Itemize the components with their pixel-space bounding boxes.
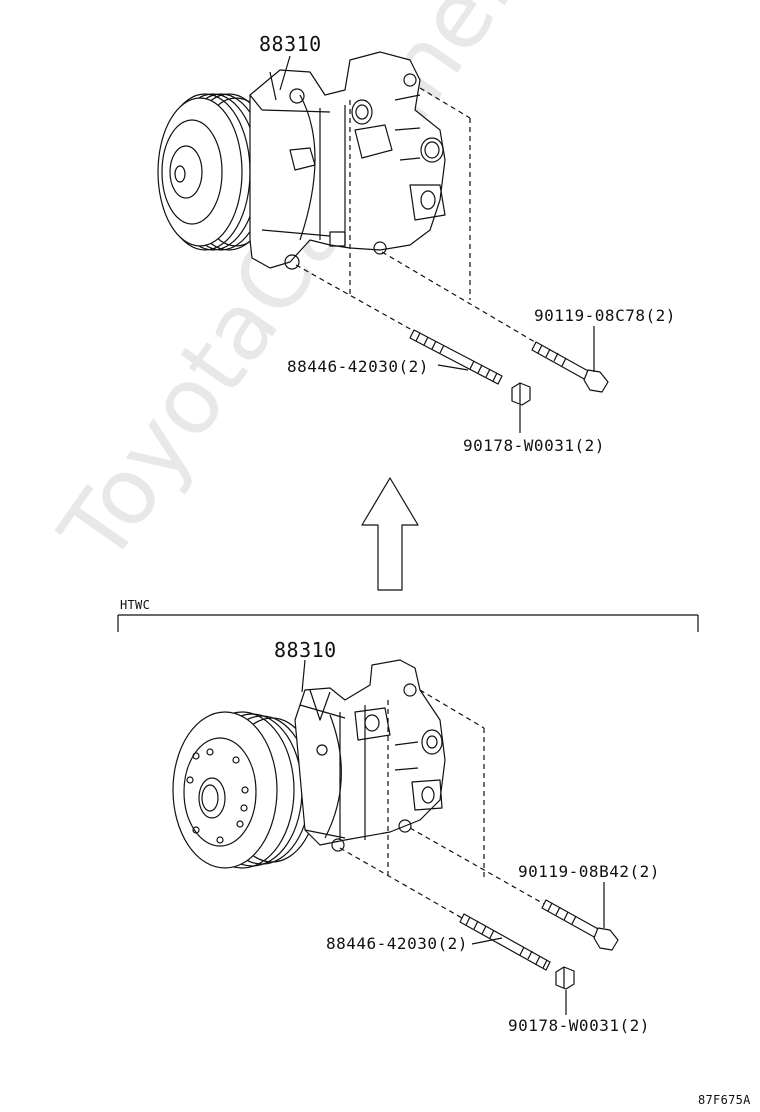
arrow-up xyxy=(361,477,419,591)
top-guide-lines xyxy=(295,87,541,346)
htwc-stud-drawing xyxy=(459,913,551,971)
top-compressor-label[interactable]: 88310 xyxy=(259,32,322,56)
htwc-leader-lines xyxy=(301,659,605,1015)
htwc-stud-label[interactable]: 88446-42030(2) xyxy=(326,934,468,953)
htwc-nut-drawing xyxy=(555,966,575,990)
figure-code: 87F675A xyxy=(698,1093,751,1107)
top-nut-drawing xyxy=(511,382,531,406)
htwc-nut-label[interactable]: 90178-W0031(2) xyxy=(508,1016,650,1035)
top-bolt-label[interactable]: 90119-08C78(2) xyxy=(534,306,676,325)
top-bolt-drawing xyxy=(531,341,609,393)
htwc-bolt-label[interactable]: 90119-08B42(2) xyxy=(518,862,660,881)
top-compressor-drawing xyxy=(157,51,446,270)
htwc-header: HTWC xyxy=(120,598,151,612)
top-stud-drawing xyxy=(409,329,503,385)
htwc-compressor-drawing xyxy=(172,659,446,869)
top-nut-label[interactable]: 90178-W0031(2) xyxy=(463,436,605,455)
top-stud-label[interactable]: 88446-42030(2) xyxy=(287,357,429,376)
htwc-compressor-label[interactable]: 88310 xyxy=(274,638,337,662)
top-leader-lines xyxy=(279,55,595,433)
htwc-bolt-drawing xyxy=(541,899,619,951)
htwc-bracket xyxy=(117,614,699,632)
